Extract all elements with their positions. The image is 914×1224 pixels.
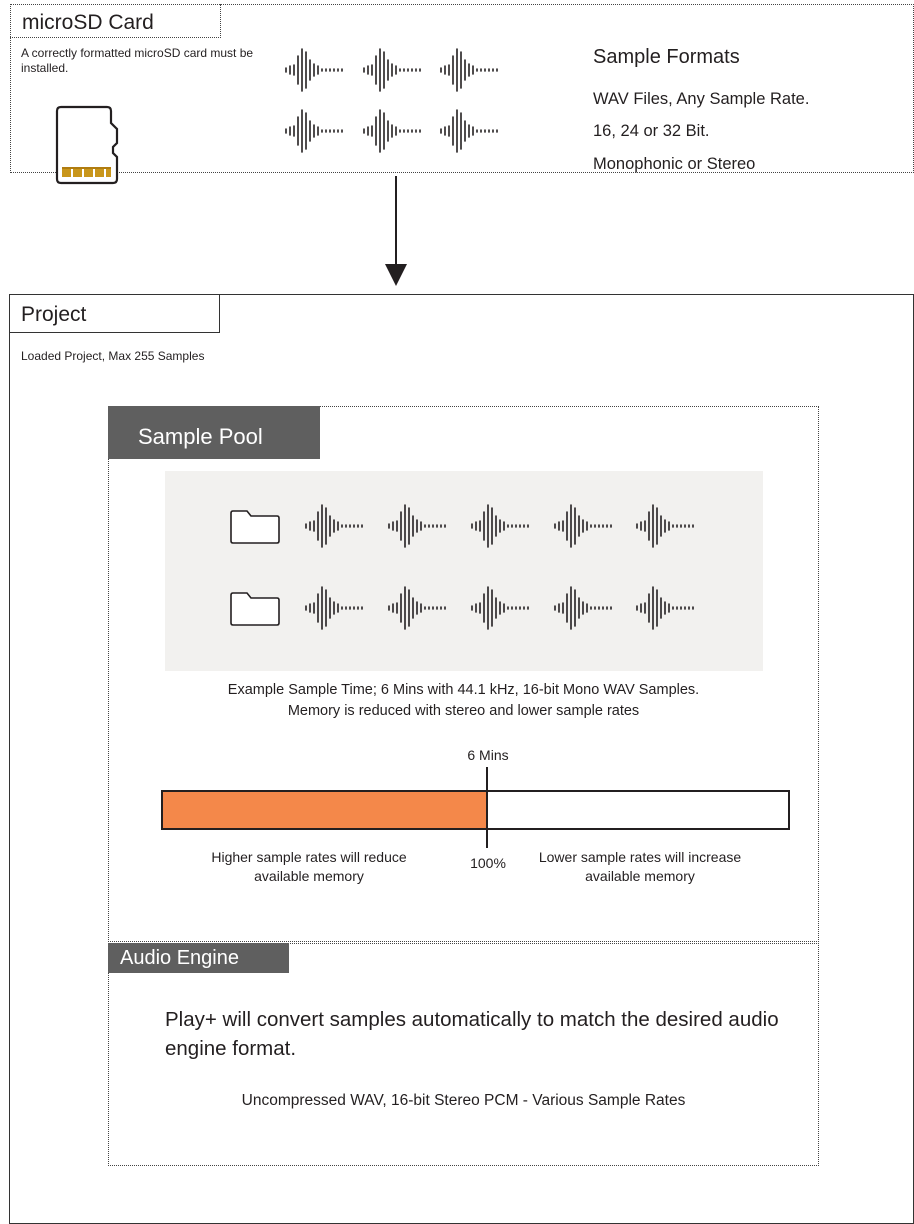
format-line: WAV Files, Any Sample Rate. (593, 90, 810, 108)
waveform-icon (363, 109, 421, 153)
waveform-icon (440, 48, 498, 92)
sample-pool-section (108, 406, 819, 944)
waveform-icon (363, 48, 421, 92)
waveform-icon (305, 586, 363, 630)
sample-pool-area (165, 471, 763, 671)
example-sample-time: Example Sample Time; 6 Mins with 44.1 kH… (227, 682, 700, 698)
waveform-icon (440, 109, 498, 153)
arrow-down-icon (385, 176, 407, 286)
audio-engine-title: Audio Engine (108, 943, 289, 973)
memory-bar-fill (163, 792, 486, 828)
microsd-title: microSD Card (10, 4, 221, 38)
waveform-icon (388, 504, 446, 548)
format-line: 16, 24 or 32 Bit. (593, 122, 710, 140)
waveform-icon (554, 586, 612, 630)
higher-rate-note: Higher sample rates will reduce availabl… (211, 849, 407, 884)
microsd-note: A correctly formatted microSD card must … (21, 46, 254, 75)
microsd-card-icon (55, 105, 119, 185)
audio-engine-section (108, 941, 819, 1166)
project-title: Project (9, 294, 220, 333)
waveform-icon (636, 586, 694, 630)
waveform-icon (305, 504, 363, 548)
sample-formats-title: Sample Formats (593, 46, 740, 68)
memory-note: Memory is reduced with stereo and lower … (287, 703, 640, 719)
waveform-icon (471, 504, 529, 548)
marker-label: 6 Mins (467, 747, 509, 763)
waveform-icon (471, 586, 529, 630)
marker-percent-label: 100% (470, 855, 506, 871)
waveform-icon (388, 586, 446, 630)
sample-pool-title: Sample Pool (108, 406, 320, 459)
folder-icon (230, 592, 280, 626)
waveform-icon (636, 504, 694, 548)
waveform-icon (285, 48, 343, 92)
folder-icon (230, 510, 280, 544)
memory-marker-line (486, 767, 488, 848)
waveform-icon (285, 109, 343, 153)
audio-engine-format: Uncompressed WAV, 16-bit Stereo PCM - Va… (241, 1092, 686, 1109)
format-line: Monophonic or Stereo (593, 155, 756, 173)
project-description: Loaded Project, Max 255 Samples (21, 349, 205, 363)
waveform-icon (554, 504, 612, 548)
lower-rate-note: Lower sample rates will increase availab… (538, 849, 742, 884)
audio-engine-description: Play+ will convert samples automatically… (165, 1008, 779, 1060)
